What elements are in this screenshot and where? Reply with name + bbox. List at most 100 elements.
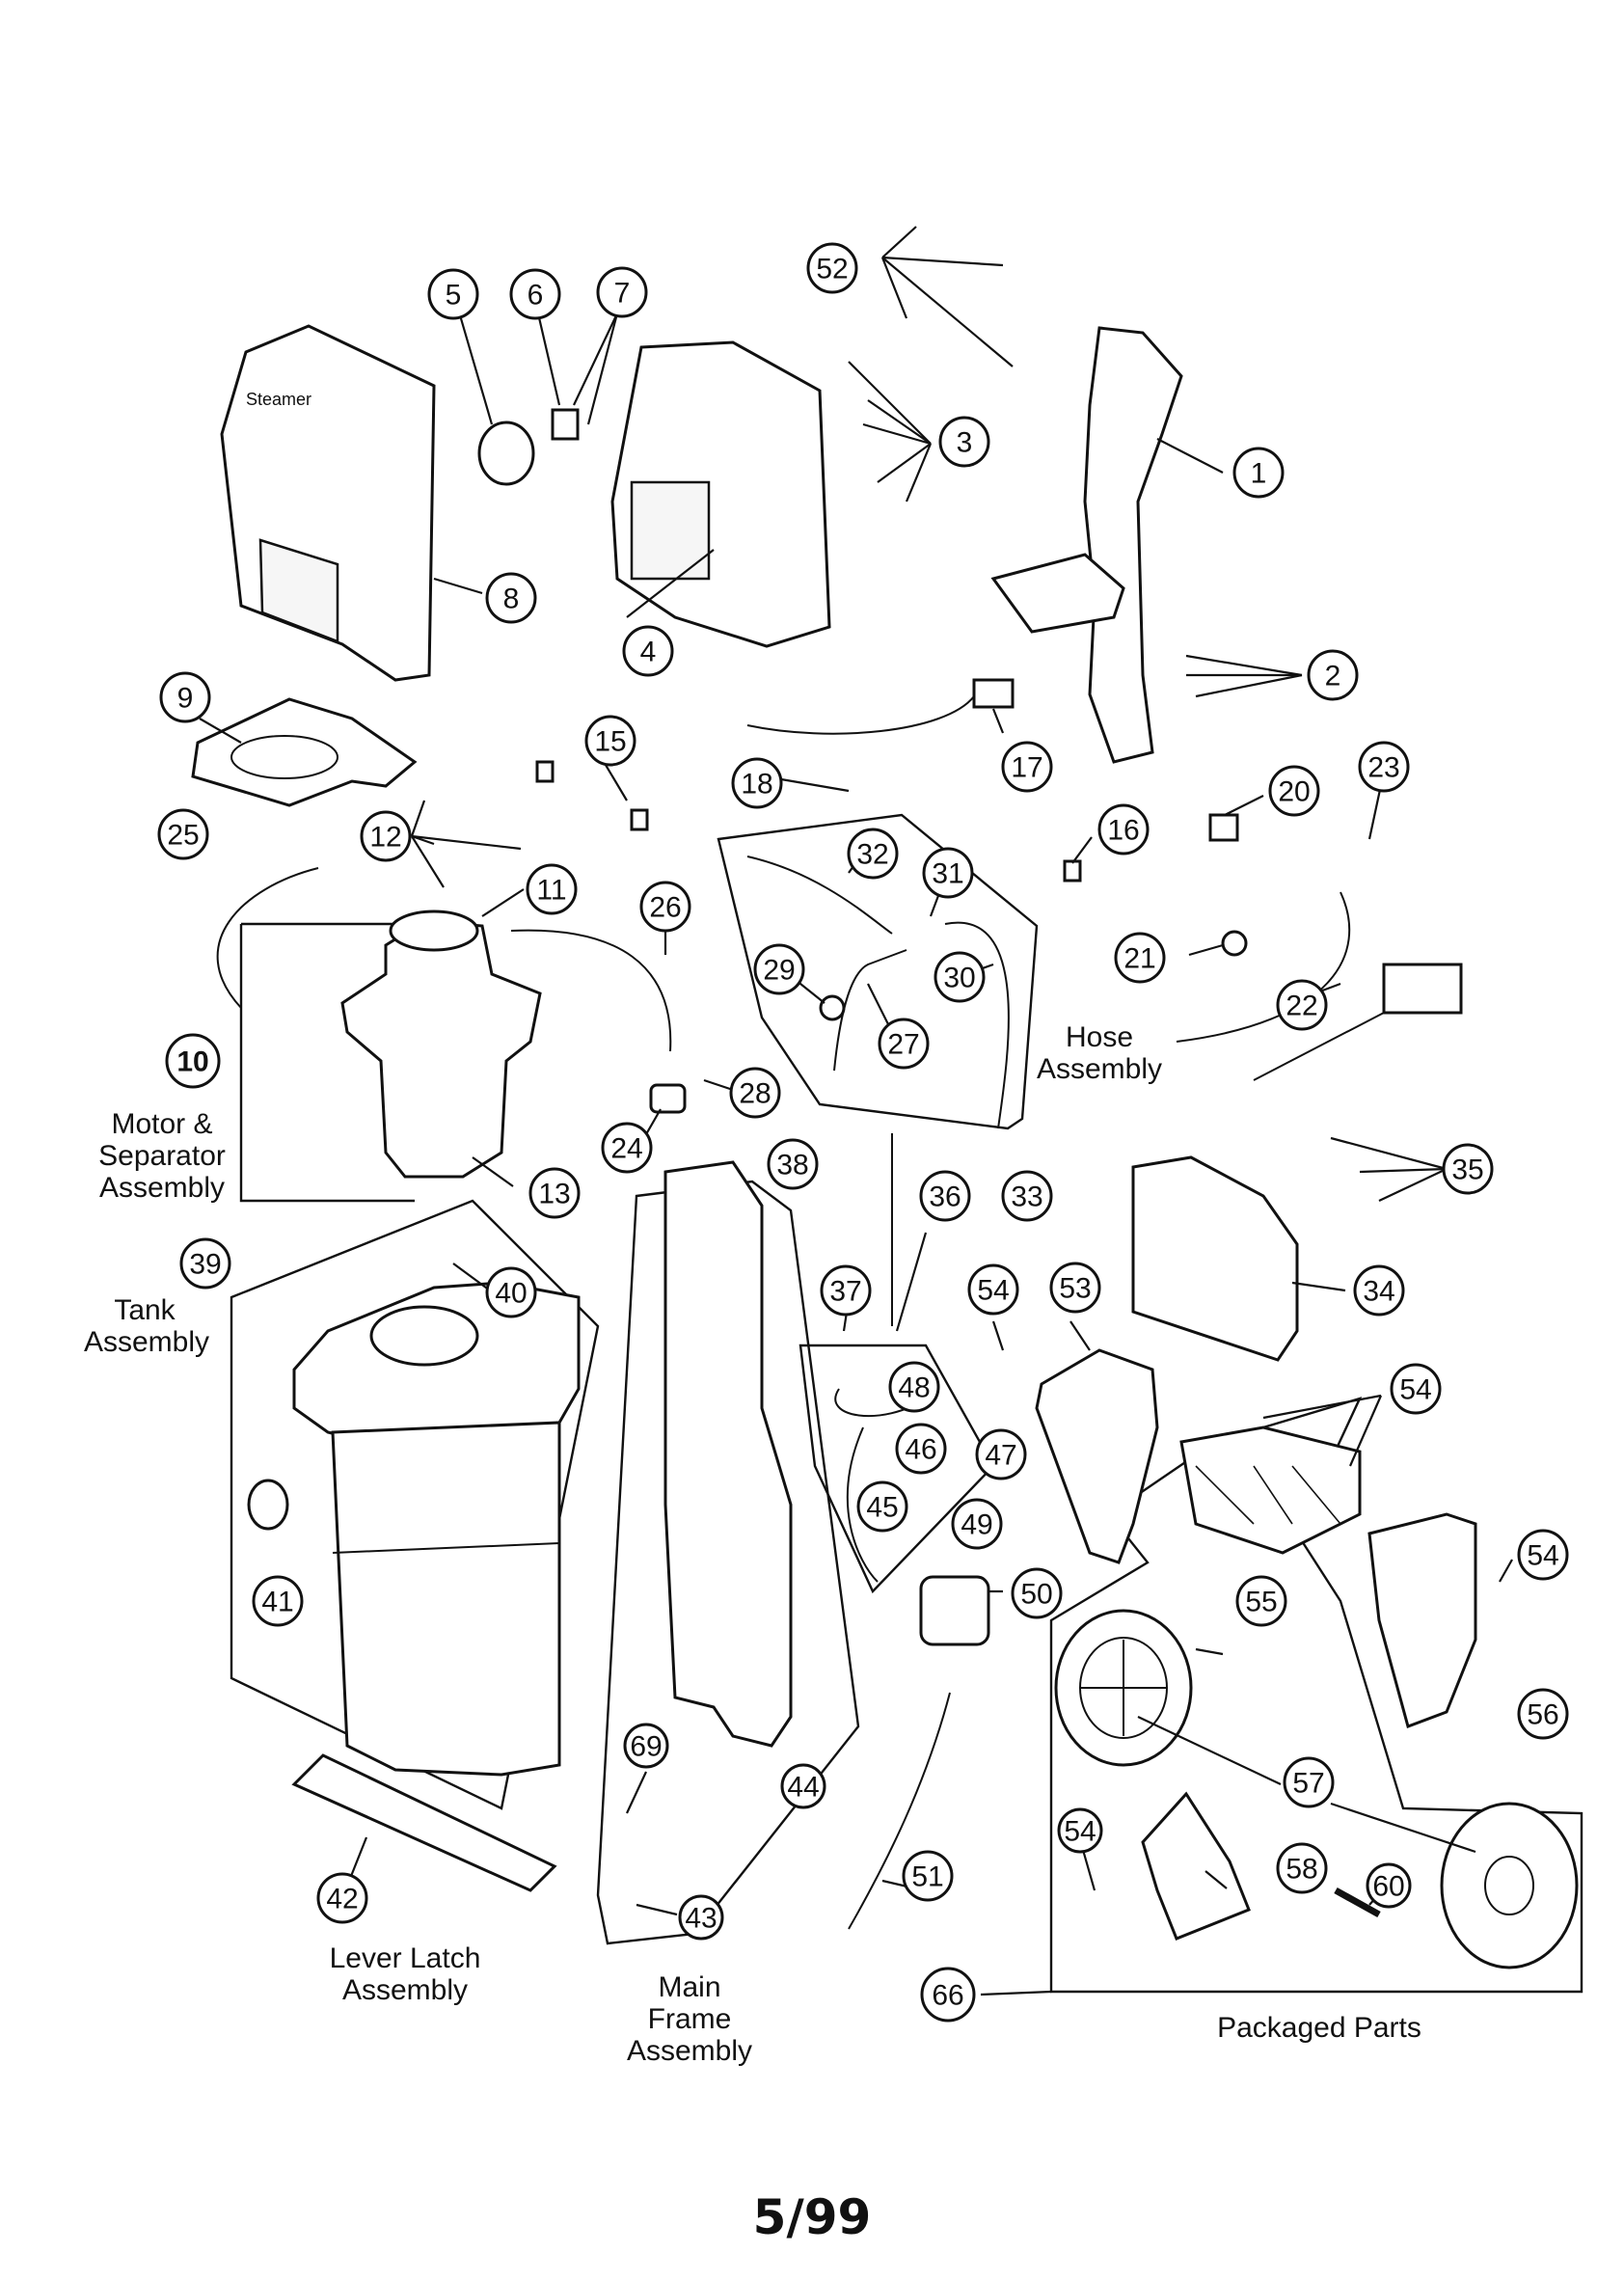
svg-text:53: 53 xyxy=(1059,1273,1091,1305)
wire-22b xyxy=(1253,1012,1385,1081)
part-34-panel xyxy=(1131,1155,1299,1362)
svg-text:35: 35 xyxy=(1451,1154,1483,1186)
svg-text:2: 2 xyxy=(1325,661,1341,692)
svg-text:45: 45 xyxy=(866,1492,898,1524)
tank-label-line-1: Tank xyxy=(114,1294,176,1326)
svg-text:30: 30 xyxy=(943,963,975,994)
part-15-fitting-a xyxy=(535,760,555,783)
assembly-labels: Motor & Separator Assembly Hose Assembly… xyxy=(84,1021,1421,2067)
main-frame-label-line-3: Assembly xyxy=(627,2035,752,2067)
callout-48: 48 xyxy=(888,1361,940,1413)
callout-57: 57 xyxy=(1283,1756,1335,1808)
callout-8: 8 xyxy=(485,572,537,624)
svg-text:66: 66 xyxy=(932,1980,963,2012)
callout-54-a: 54 xyxy=(967,1263,1019,1316)
svg-text:52: 52 xyxy=(816,254,848,285)
hose-30 xyxy=(944,921,1010,1129)
callout-9: 9 xyxy=(159,671,211,723)
callout-4: 4 xyxy=(622,625,674,677)
callout-1: 1 xyxy=(1232,447,1285,499)
callout-33: 33 xyxy=(1001,1170,1053,1222)
svg-text:12: 12 xyxy=(369,822,401,854)
svg-text:7: 7 xyxy=(614,278,631,310)
callout-28: 28 xyxy=(729,1067,781,1119)
svg-text:18: 18 xyxy=(741,769,772,801)
callout-56: 56 xyxy=(1517,1688,1569,1740)
svg-text:4: 4 xyxy=(640,637,657,668)
svg-text:3: 3 xyxy=(957,427,973,459)
part-41-cap xyxy=(247,1479,289,1531)
callout-36: 36 xyxy=(919,1170,971,1222)
part-22-box xyxy=(1382,963,1463,1015)
part-6-part xyxy=(551,408,580,441)
wiring-outline xyxy=(798,1344,995,1594)
callout-50: 50 xyxy=(1011,1567,1063,1619)
callout-29: 29 xyxy=(753,943,805,995)
svg-text:51: 51 xyxy=(911,1861,943,1893)
svg-text:36: 36 xyxy=(929,1181,961,1213)
part-drawings: Steamer xyxy=(191,324,1579,1969)
callout-16: 16 xyxy=(1097,803,1150,855)
svg-text:32: 32 xyxy=(856,839,888,871)
svg-text:16: 16 xyxy=(1107,815,1139,847)
main-frame-label-line-1: Main xyxy=(658,1971,720,2003)
callout-12: 12 xyxy=(360,810,412,862)
callout-55: 55 xyxy=(1235,1575,1287,1627)
svg-text:39: 39 xyxy=(189,1249,221,1281)
packaged-parts-label: Packaged Parts xyxy=(1217,2012,1421,2044)
page-number: 5/99 xyxy=(752,2189,872,2245)
svg-text:Steamer: Steamer xyxy=(246,390,311,409)
callout-13: 13 xyxy=(528,1167,581,1219)
svg-text:37: 37 xyxy=(829,1276,861,1308)
callout-54-d: 54 xyxy=(1057,1807,1103,1854)
callout-17: 17 xyxy=(1001,741,1053,793)
callout-6: 6 xyxy=(509,268,561,320)
svg-text:54: 54 xyxy=(1064,1816,1096,1848)
main-frame-outline xyxy=(596,1180,860,1945)
part-53-bracket xyxy=(1035,1348,1159,1564)
tube-51 xyxy=(848,1692,951,1930)
callout-7: 7 xyxy=(596,266,648,318)
callout-18: 18 xyxy=(731,757,783,809)
part-42-lever-latch xyxy=(291,1753,557,1892)
callout-21: 21 xyxy=(1114,932,1166,984)
lever-latch-label-line-1: Lever Latch xyxy=(330,1942,481,1974)
callout-20: 20 xyxy=(1268,765,1320,817)
part-16-fitting xyxy=(1063,859,1082,883)
callout-2: 2 xyxy=(1307,649,1359,701)
callout-69: 69 xyxy=(623,1723,669,1769)
svg-text:13: 13 xyxy=(538,1179,570,1210)
leader-lines xyxy=(199,226,1513,1996)
callout-39: 39 xyxy=(179,1237,231,1290)
svg-text:58: 58 xyxy=(1286,1854,1317,1886)
wire-45 xyxy=(846,1426,879,1583)
svg-text:48: 48 xyxy=(898,1372,930,1404)
svg-text:1: 1 xyxy=(1251,458,1267,490)
svg-text:46: 46 xyxy=(905,1434,936,1466)
callout-5: 5 xyxy=(427,268,479,320)
svg-text:55: 55 xyxy=(1245,1587,1277,1618)
svg-text:54: 54 xyxy=(1399,1374,1431,1406)
wire-18 xyxy=(746,695,975,735)
callout-22: 22 xyxy=(1276,979,1328,1031)
callout-52: 52 xyxy=(806,242,858,294)
part-24-fitting xyxy=(649,1083,687,1114)
callout-66: 66 xyxy=(920,1967,976,2023)
callout-30: 30 xyxy=(934,951,986,1003)
svg-text:34: 34 xyxy=(1363,1276,1394,1308)
callout-38: 38 xyxy=(767,1138,819,1190)
motor-separator-label-line-2: Separator xyxy=(98,1140,226,1172)
hose-label-line-2: Assembly xyxy=(1037,1053,1162,1085)
callout-44: 44 xyxy=(780,1763,826,1809)
svg-text:10: 10 xyxy=(176,1046,208,1078)
svg-text:42: 42 xyxy=(326,1884,358,1915)
svg-text:33: 33 xyxy=(1011,1181,1042,1213)
motor-separator-label-line-1: Motor & xyxy=(111,1108,212,1140)
svg-text:31: 31 xyxy=(932,858,963,890)
svg-text:50: 50 xyxy=(1020,1579,1052,1611)
part-56-bracket xyxy=(1367,1512,1477,1728)
hose-assembly-outline xyxy=(717,813,1039,1130)
callout-26: 26 xyxy=(639,881,691,933)
hose-32 xyxy=(746,855,893,935)
svg-text:43: 43 xyxy=(685,1903,717,1935)
